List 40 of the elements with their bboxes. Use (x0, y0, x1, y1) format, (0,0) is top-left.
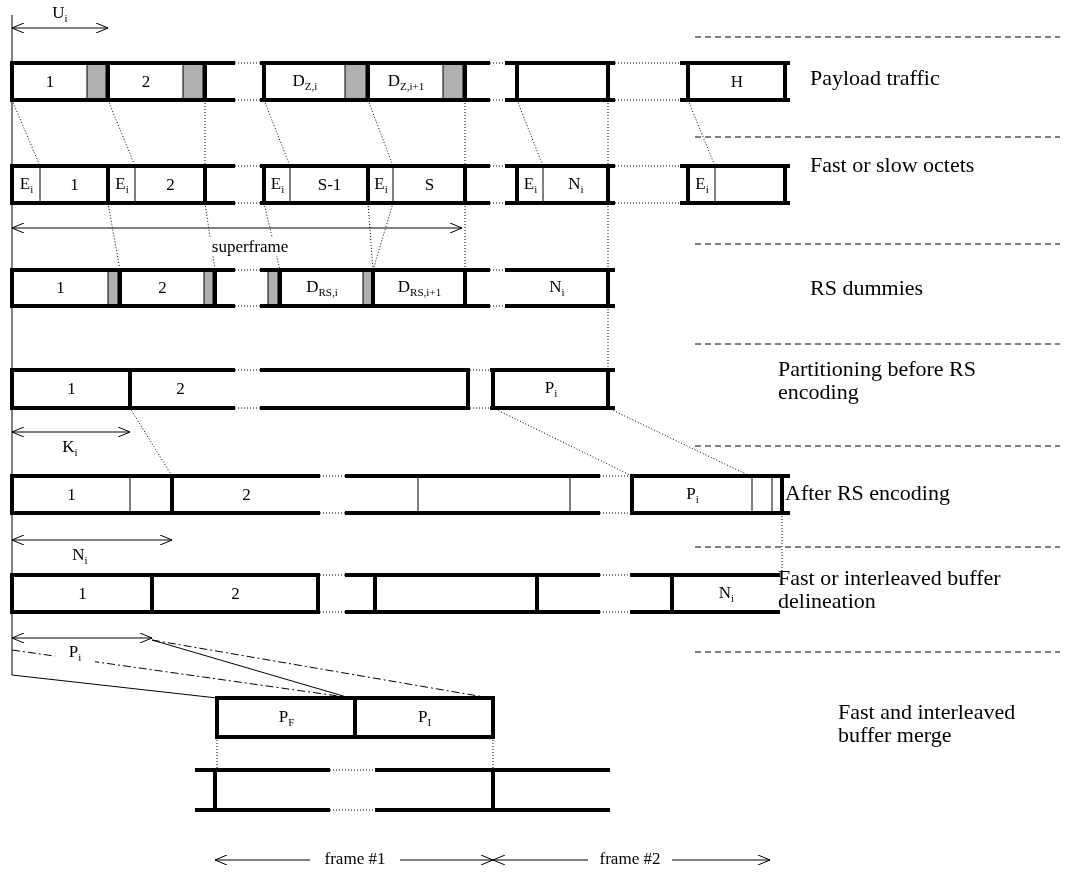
segment-label: N$_{i}$ (718, 582, 735, 605)
segment-label: E$_{i}$ (270, 173, 285, 196)
segment-label: P$_{F}$ (278, 706, 295, 729)
row-caption: Partitioning before RS encoding (778, 357, 977, 404)
segment-label: 2 (242, 484, 251, 505)
segment-label: S-1 (317, 174, 342, 195)
segment-label: 1 (45, 71, 55, 92)
row-caption: RS dummies (810, 276, 925, 300)
segment-label: 1 (67, 484, 76, 505)
row-caption: Fast or slow octets (810, 153, 976, 177)
segment-label: D$_{RS,i}$ (306, 277, 338, 299)
segment-label: D$_{Z,i}$ (292, 70, 318, 93)
segment-label: 2 (231, 583, 240, 604)
segment-label: E$_{i}$ (115, 173, 129, 196)
segment-label: E$_{i}$ (19, 173, 34, 196)
segment-label: 1 (78, 583, 87, 604)
segment-label: E$_{i}$ (523, 173, 538, 196)
segment-label: P$_{I}$ (417, 706, 432, 729)
row-caption: Payload traffic (810, 66, 941, 90)
segment-label: 2 (166, 174, 175, 195)
segment-label: D$_{RS,i+1}$ (397, 277, 442, 299)
segment-label: P$_{i}$ (544, 378, 558, 400)
segment-label: N$_{i}$ (568, 173, 584, 196)
segment-label: E$_{i}$ (374, 173, 388, 196)
row-caption: Fast and interleaved buffer merge (838, 700, 1017, 747)
segment-label: N$_{i}$ (549, 277, 565, 299)
row-caption: After RS encoding (785, 481, 951, 505)
segment-label: D$_{Z,i+1}$ (387, 70, 425, 93)
segment-label: P$_{i}$ (686, 483, 699, 506)
segment-label: 2 (176, 379, 185, 399)
segment-label: 1 (56, 278, 65, 298)
row-caption: Fast or interleaved buffer delineation (778, 566, 1002, 613)
segment-label: 1 (67, 379, 76, 399)
segment-label: 2 (141, 71, 151, 92)
dimension-label: P$_{i}$ (55, 643, 95, 664)
segment-label: E$_{i}$ (695, 173, 709, 196)
segment-label: H (730, 71, 744, 92)
segment-label: 1 (70, 174, 79, 195)
segment-label: S (424, 174, 435, 195)
segment-label: 2 (158, 278, 167, 298)
